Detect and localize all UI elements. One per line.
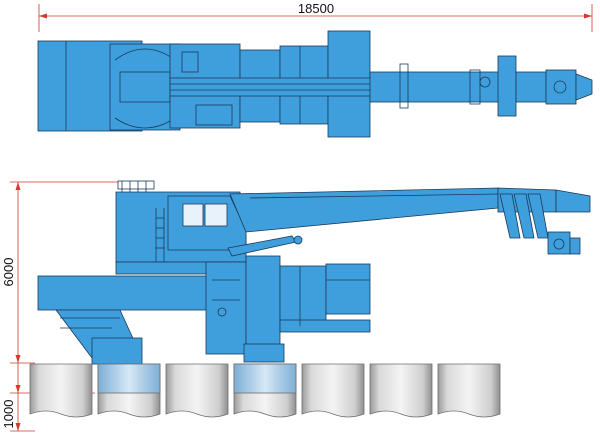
height-dimension-label: 6000 (1, 258, 16, 287)
pedestal-1 (29, 363, 93, 418)
pedestal-4 (233, 363, 297, 418)
height-dimension: 6000 (1, 181, 118, 364)
pedestal-7 (437, 363, 501, 418)
length-dimension: 18500 (38, 1, 593, 32)
pedestal-3 (165, 363, 229, 418)
pedestal-6 (369, 363, 433, 418)
pedestal-row (29, 363, 501, 418)
pedestal-5 (301, 363, 365, 418)
crane-side-view (37, 180, 591, 365)
crane-top-view (37, 30, 593, 138)
base-height-dimension-label: 1000 (1, 400, 16, 429)
pedestal-2 (97, 363, 161, 418)
length-dimension-label: 18500 (298, 1, 334, 16)
